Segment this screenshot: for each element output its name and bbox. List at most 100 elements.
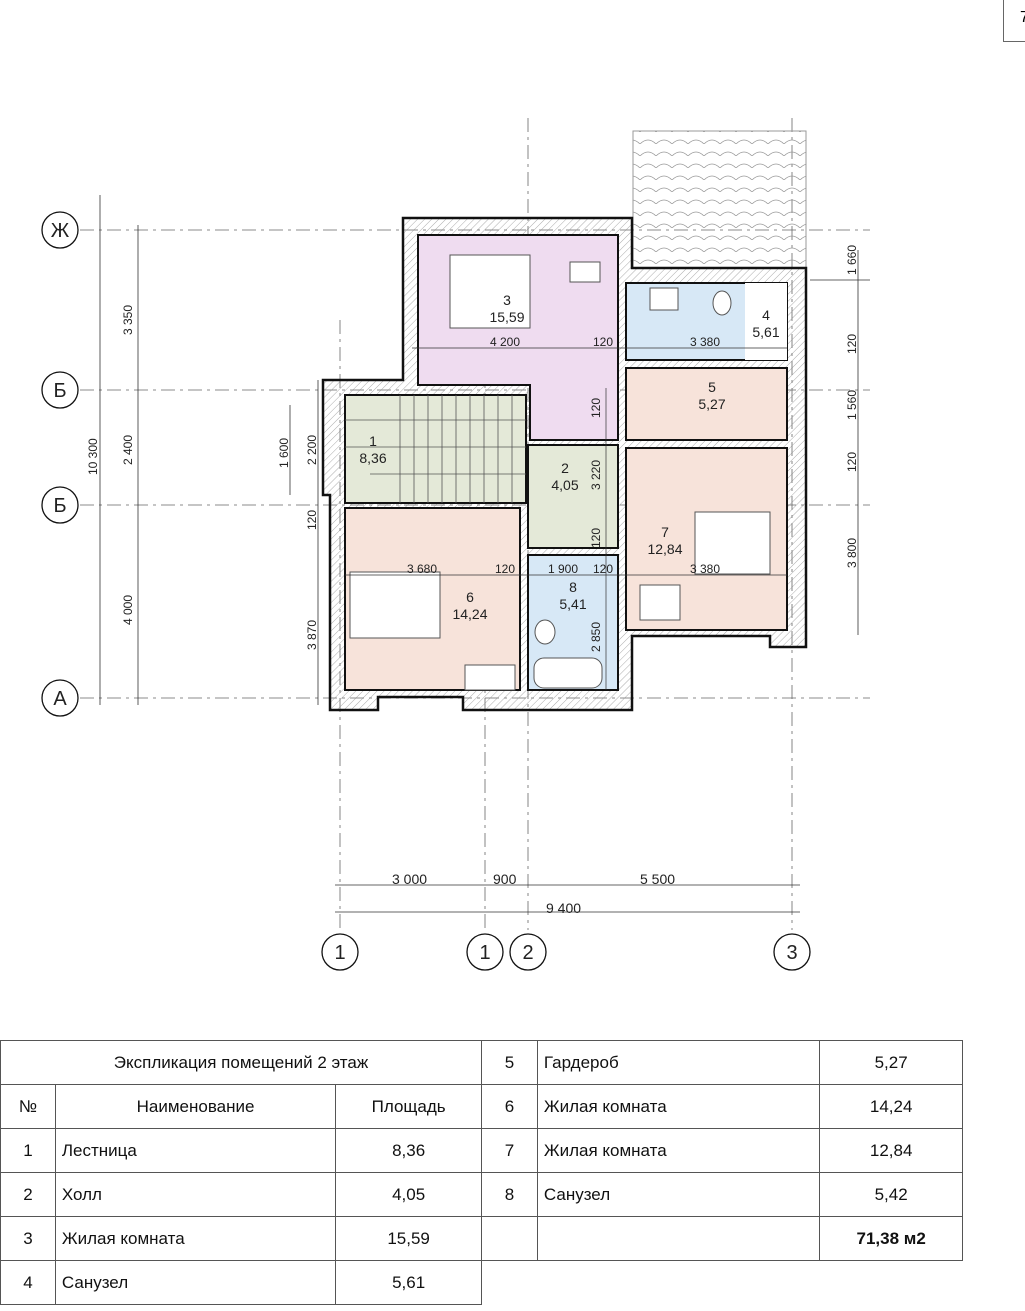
dim-3800: 3 800 [845, 538, 859, 568]
dim-1560: 1 560 [845, 390, 859, 420]
page-number: 7 [1003, 0, 1025, 42]
table-title: Экспликация помещений 2 этаж [0, 1040, 482, 1085]
cell-name: Жилая комната [54, 1216, 337, 1261]
axis-zh: Ж [51, 220, 70, 242]
room-4-area: 5,61 [752, 324, 779, 340]
cell-area: 8,36 [335, 1128, 482, 1173]
cell-name: Жилая комната [536, 1084, 821, 1129]
dim-3870: 3 870 [305, 620, 319, 650]
cell-name: Холл [54, 1172, 337, 1217]
total-area: 71,38 м2 [819, 1216, 963, 1261]
dim-3380: 3 380 [690, 335, 720, 349]
room-6-area: 14,24 [452, 606, 487, 622]
dim-3000: 3 000 [392, 871, 427, 887]
dim-1900: 1 900 [548, 562, 578, 576]
dim-120: 120 [589, 398, 603, 418]
cell-num: 3 [0, 1216, 56, 1261]
dim-3380: 3 380 [690, 562, 720, 576]
dim-120: 120 [593, 335, 613, 349]
dim-1660: 1 660 [845, 245, 859, 275]
room-6-number: 6 [466, 589, 474, 605]
furniture [349, 254, 771, 691]
dim-3220: 3 220 [589, 460, 603, 490]
room-5-area: 5,27 [698, 396, 725, 412]
dim-1600: 1 600 [277, 438, 291, 468]
toilet-room-8 [534, 619, 556, 645]
dim-2400: 2 400 [121, 435, 135, 465]
dim-120: 120 [845, 452, 859, 472]
cell-area: 5,27 [819, 1040, 963, 1085]
axis-1: 1 [334, 942, 345, 964]
axis-3: 3 [786, 942, 797, 964]
header-name: Наименование [54, 1084, 337, 1129]
dim-2200: 2 200 [305, 435, 319, 465]
room-8-number: 8 [569, 579, 577, 595]
axis-b2: Б [53, 495, 66, 517]
dim-5500: 5 500 [640, 871, 675, 887]
room-3-number: 3 [503, 292, 511, 308]
sink-room-4 [649, 287, 679, 311]
bathtub-room-8 [533, 657, 603, 689]
stairs [345, 395, 526, 503]
toilet-room-4 [712, 290, 732, 316]
room-2-area: 4,05 [551, 477, 578, 493]
axis-2: 2 [522, 942, 533, 964]
bed-room-6 [349, 571, 441, 639]
room-5 [625, 367, 788, 441]
dim-120: 120 [845, 334, 859, 354]
cell-name: Лестница [54, 1128, 337, 1173]
header-num: № [0, 1084, 56, 1129]
axis-a: А [53, 688, 67, 710]
axis-1b: 1 [479, 942, 490, 964]
dim-120: 120 [589, 528, 603, 548]
room-2-number: 2 [561, 460, 569, 476]
room-1 [344, 394, 527, 504]
room-3-area: 15,59 [489, 309, 524, 325]
cell-area: 15,59 [335, 1216, 482, 1261]
cell-num: 8 [481, 1172, 538, 1217]
table-total-row: 71,38 м2 [481, 1216, 963, 1261]
axis-b1: Б [53, 380, 66, 402]
bed-room-7 [694, 511, 771, 575]
cell-num: 4 [0, 1260, 56, 1305]
desk-room-3 [569, 261, 601, 283]
cell-area: 5,42 [819, 1172, 963, 1217]
dim-4000: 4 000 [121, 595, 135, 625]
dim-2850: 2 850 [589, 622, 603, 652]
cell-name: Гардероб [536, 1040, 821, 1085]
cell-area: 14,24 [819, 1084, 963, 1129]
bed-room-3 [449, 254, 531, 329]
cell-num: 7 [481, 1128, 538, 1173]
dim-120: 120 [593, 562, 613, 576]
room-1-number: 1 [369, 433, 377, 449]
room-8-area: 5,41 [559, 596, 586, 612]
cell-name: Жилая комната [536, 1128, 821, 1173]
dim-3350: 3 350 [121, 305, 135, 335]
room-7-number: 7 [661, 524, 669, 540]
cell-name: Санузел [536, 1172, 821, 1217]
cell-num: 6 [481, 1084, 538, 1129]
cell-name: Санузел [54, 1260, 337, 1305]
dim-900: 900 [493, 871, 517, 887]
cell-area: 5,61 [335, 1260, 482, 1305]
empty-cell [536, 1216, 821, 1261]
dim-3680: 3 680 [407, 562, 437, 576]
cell-area: 4,05 [335, 1172, 482, 1217]
room-5-number: 5 [708, 379, 716, 395]
desk-room-6 [464, 664, 516, 691]
dim-10300: 10 300 [86, 438, 100, 475]
dim-120: 120 [495, 562, 515, 576]
roof-tile-area [632, 130, 807, 269]
cell-area: 12,84 [819, 1128, 963, 1173]
cell-num: 5 [481, 1040, 538, 1085]
cell-num: 2 [0, 1172, 56, 1217]
cell-num: 1 [0, 1128, 56, 1173]
